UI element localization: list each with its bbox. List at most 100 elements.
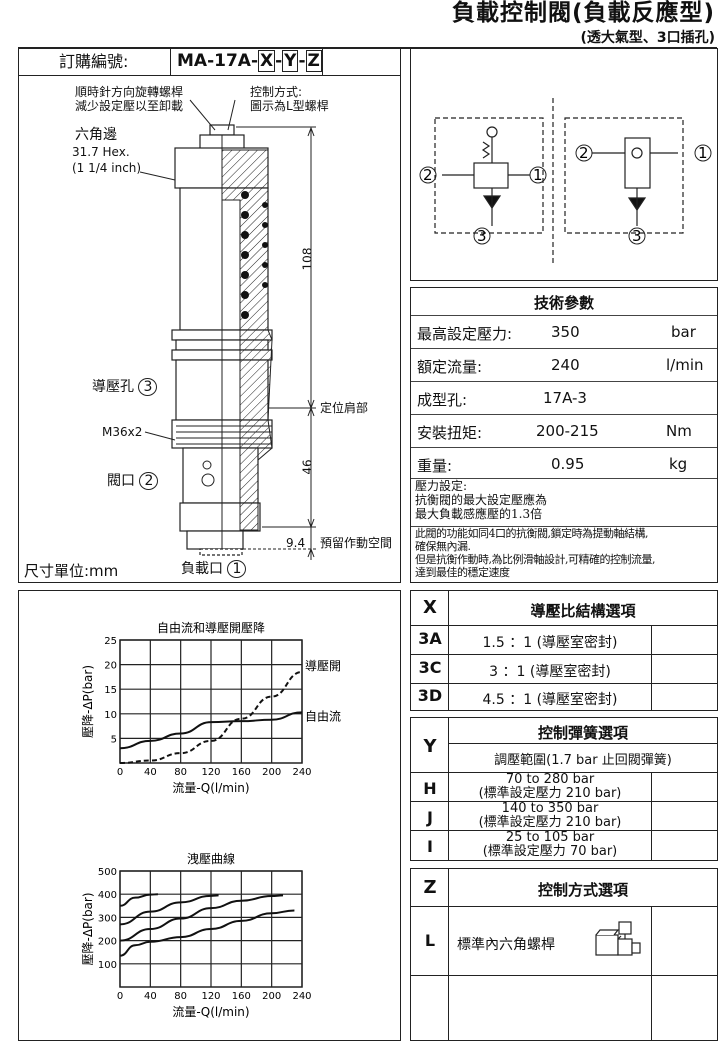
x-tick-label: 200: [262, 991, 281, 1002]
option-code: I: [427, 837, 433, 856]
series-line-curve-4: [119, 909, 295, 957]
y-tick-label: 500: [98, 867, 117, 878]
series-line-curve-1: [119, 893, 158, 907]
x-tick-label: 160: [232, 767, 251, 778]
charts-panel: [18, 590, 401, 1041]
control-note: 控制方式:圖示為L型螺桿: [250, 85, 329, 113]
units-label: 尺寸單位:mm: [24, 562, 119, 580]
option-desc: 70 to 280 bar(標準設定壓力 210 bar): [478, 772, 622, 801]
travel-label: 預留作動空間: [320, 536, 393, 550]
order-label: 訂購編號:: [59, 52, 129, 71]
option-desc: 25 to 105 bar(標準設定壓力 70 bar): [482, 830, 618, 859]
valve-port-label: 閥口 2: [107, 472, 159, 490]
x-letter: X: [423, 597, 437, 618]
port-2-right: 2: [579, 144, 589, 162]
option-desc: 140 to 350 bar(標準設定壓力 210 bar): [478, 801, 622, 830]
x-tick-label: 120: [201, 767, 220, 778]
tech-row: 成型孔:17A-3: [411, 381, 717, 414]
x-tick-label: 40: [144, 767, 157, 778]
hex-label: 六角邊: [75, 127, 117, 143]
page-subtitle: (透大氣型、3口插孔): [580, 30, 715, 46]
option-code: H: [423, 779, 437, 798]
option-code: 3C: [418, 658, 442, 677]
drawing-panel: 訂購編號: MA-17A-X-Y-Z: [18, 48, 401, 583]
y-tick-label: 25: [104, 636, 117, 647]
port-3-left: 3: [477, 227, 487, 245]
tech-title: 技術參數: [533, 294, 594, 312]
y-letter: Y: [423, 736, 437, 757]
y-tick-label: 300: [98, 913, 117, 924]
y-tick-label: 100: [98, 960, 117, 971]
order-code: MA-17A-X-Y-Z: [177, 50, 322, 72]
x-tick-label: 0: [117, 767, 123, 778]
option-code: L: [424, 931, 436, 950]
x-tick-label: 40: [144, 991, 157, 1002]
x-options-table: X 導壓比結構選項 3A 1.5 ：1 (導壓室密封) 3C 3 ：1 (導壓室…: [410, 590, 718, 711]
page-title: 負載控制閥(負載反應型): [451, 0, 715, 26]
port-2-left: 2: [423, 166, 433, 184]
adjust-note: 順時針方向旋轉螺桿減少設定壓以至卸載: [75, 85, 184, 113]
port-1-right: 1: [698, 144, 708, 162]
shoulder-label: 定位肩部: [320, 401, 369, 415]
hydraulic-symbols-panel: [410, 48, 718, 281]
series-line-curve-2: [119, 894, 219, 926]
chart-title: 洩壓曲線: [187, 851, 235, 866]
performance-charts: 0 40 80 120 160 200 240 5 10 15 20 25 自由流和導壓開壓降流量-Q(…: [81, 621, 341, 1019]
x-tick-label: 0: [117, 991, 123, 1002]
y-options-table: Y 控制彈簧選項 調壓範圍(1.7 bar 止回閥彈簧) H 70 to 280…: [410, 717, 718, 861]
x-tick-label: 160: [232, 991, 251, 1002]
x-placeholder: X: [258, 50, 276, 72]
z-options-table: Z 控制方式選項 L 標準內六角螺桿: [410, 868, 718, 1041]
option-desc: 4.5 ：1 (導壓室密封): [482, 692, 618, 708]
x-axis-label: 流量-Q(l/min): [172, 1005, 249, 1019]
series-line-自由流: [119, 711, 303, 750]
x-tick-label: 80: [174, 767, 187, 778]
load-port-label: 負載口 1: [181, 560, 247, 578]
description-note: 此閥的功能如同4口的抗衡閥,鎖定時為提動軸結構,確保無內漏.但是抗衡作動時,為比…: [411, 526, 717, 579]
pressure-note: 壓力設定:抗衡閥的最大設定壓應為最大負載感應壓的1.3倍: [411, 478, 717, 521]
option-code: 3D: [417, 686, 443, 705]
y-tick-label: 10: [104, 710, 117, 721]
option-desc: 3 ：1 (導壓室密封): [489, 664, 611, 680]
y-title: 控制彈簧選項: [537, 724, 628, 742]
series-line-curve-3: [119, 894, 284, 942]
dim-9-4: 9.4: [286, 536, 306, 550]
chart-title: 自由流和導壓開壓降: [157, 621, 265, 635]
y-tick-label: 5: [111, 734, 117, 745]
y-placeholder: Y: [282, 50, 299, 72]
x-tick-label: 200: [262, 767, 281, 778]
y-tick-label: 400: [98, 890, 117, 901]
legend-label: 自由流: [305, 709, 341, 723]
port-3-right: 3: [632, 227, 642, 245]
y-axis-label: 壓降-ΔP(bar): [81, 892, 95, 965]
port-1-left: 1: [533, 166, 543, 184]
hex-screw-icon: [595, 921, 641, 956]
legend-label: 導壓開: [305, 659, 341, 673]
option-desc: 標準內六角螺桿: [457, 937, 555, 953]
option-code: J: [427, 808, 433, 827]
pilot-port-label: 導壓孔 3: [92, 378, 158, 396]
y-tick-label: 200: [98, 937, 117, 948]
y-axis-label: 壓降-ΔP(bar): [81, 665, 95, 738]
hex-size: 31.7 Hex.: [72, 145, 130, 159]
cartridge-section-drawing: [139, 99, 316, 560]
thread-label: M36x2: [102, 425, 143, 439]
y-tick-label: 20: [104, 661, 117, 672]
hydraulic-symbol-diagram: 2 1 3 2 1 3: [419, 98, 712, 263]
option-desc: 1.5 ：1 (導壓室密封): [482, 635, 618, 651]
x-axis-label: 流量-Q(l/min): [172, 781, 249, 795]
hex-inch: (1 1/4 inch): [72, 161, 142, 175]
z-placeholder: Z: [305, 50, 322, 72]
x-tick-label: 240: [292, 767, 311, 778]
y-subtitle: 調壓範圍(1.7 bar 止回閥彈簧): [494, 753, 672, 768]
header-rule: [18, 47, 717, 49]
y-tick-label: 15: [104, 685, 117, 696]
z-letter: Z: [423, 877, 437, 898]
x-title: 導壓比結構選項: [530, 602, 636, 620]
option-code: 3A: [418, 629, 442, 648]
